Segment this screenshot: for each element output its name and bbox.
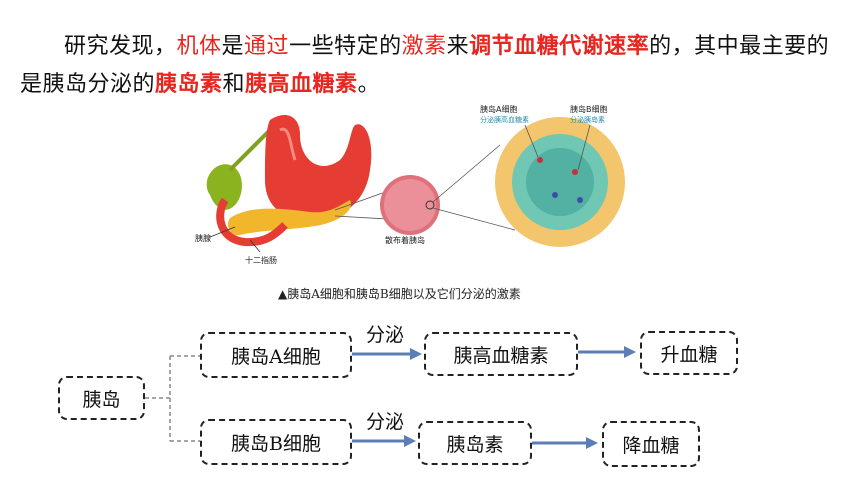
islet-node: 胰岛 bbox=[58, 376, 145, 420]
islet-marker bbox=[425, 200, 435, 210]
highlight-insulin: 胰岛素 bbox=[155, 72, 223, 97]
bracket-connector bbox=[145, 355, 200, 442]
text-segment: 的，其中最主要的是胰岛分泌的 bbox=[20, 34, 830, 97]
insulin-node: 胰岛素 bbox=[418, 421, 532, 465]
a-cell-label: 胰岛A细胞 bbox=[480, 104, 517, 114]
label-line bbox=[249, 239, 261, 253]
text-segment: 和 bbox=[222, 72, 246, 97]
text-segment: 来 bbox=[446, 34, 470, 59]
secrete-label-bottom: 分泌 bbox=[366, 411, 405, 433]
highlight-glucagon: 胰高血糖素 bbox=[245, 72, 358, 97]
text-segment: 一些特定的 bbox=[289, 34, 402, 59]
label-line bbox=[209, 226, 236, 238]
highlight-jisu: 激素 bbox=[401, 34, 447, 59]
b-cell-dot bbox=[577, 197, 583, 203]
arrow-head bbox=[586, 437, 598, 449]
zoom-line bbox=[432, 144, 501, 203]
highlight-regulate: 调节血糖代谢速率 bbox=[469, 34, 650, 59]
callout-line bbox=[524, 124, 539, 158]
pancreas-shape bbox=[228, 200, 351, 236]
figure-caption: ▲胰岛A细胞和胰岛B细胞以及它们分泌的激素 bbox=[278, 287, 521, 301]
a-cell-dot bbox=[572, 169, 578, 175]
arrow-head bbox=[410, 348, 422, 360]
a-cell-node: 胰岛A细胞 bbox=[200, 332, 352, 378]
b-cell-dot bbox=[552, 192, 558, 198]
stomach-highlight bbox=[279, 127, 297, 161]
b-cell-node: 胰岛B细胞 bbox=[200, 419, 352, 465]
text-segment: 是 bbox=[221, 34, 245, 59]
duodenum-shape bbox=[216, 197, 288, 247]
tissue-texture bbox=[384, 179, 436, 231]
pancreas-illustration: 胰腺 十二指肠 散布着胰岛 胰岛A细胞 分泌胰高血糖素 胰岛B细胞 分泌胰岛素 bbox=[195, 104, 625, 265]
highlight-jiti: 机体 bbox=[176, 34, 222, 59]
secrete-label-top: 分泌 bbox=[366, 324, 405, 346]
intro-paragraph: 研究发现，机体是通过一些特定的激素来调节血糖代谢速率的，其中最主要的是胰岛分泌的… bbox=[20, 28, 840, 104]
glucagon-node: 胰高血糖素 bbox=[424, 332, 578, 376]
highlight-tongguo: 通过 bbox=[244, 34, 290, 59]
raise-glucose-node: 升血糖 bbox=[640, 331, 738, 375]
islets-label: 散布着胰岛 bbox=[385, 235, 425, 245]
b-cell-secretion: 分泌胰岛素 bbox=[570, 115, 605, 124]
zoom-line bbox=[432, 207, 516, 231]
lower-glucose-node: 降血糖 bbox=[602, 421, 700, 467]
gallbladder-shape bbox=[206, 164, 242, 210]
arrow-head bbox=[404, 435, 416, 447]
callout-line bbox=[577, 124, 591, 171]
b-cell-label: 胰岛B细胞 bbox=[570, 104, 608, 114]
text-segment: 研究发现， bbox=[64, 34, 177, 59]
text-segment: 。 bbox=[357, 72, 381, 97]
arrow-head bbox=[624, 346, 636, 358]
duodenum-label: 十二指肠 bbox=[245, 255, 277, 265]
islet-core bbox=[526, 148, 594, 216]
pancreas-label: 胰腺 bbox=[195, 233, 211, 243]
a-cell-secretion: 分泌胰高血糖素 bbox=[480, 115, 529, 124]
a-cell-dot bbox=[537, 157, 543, 163]
